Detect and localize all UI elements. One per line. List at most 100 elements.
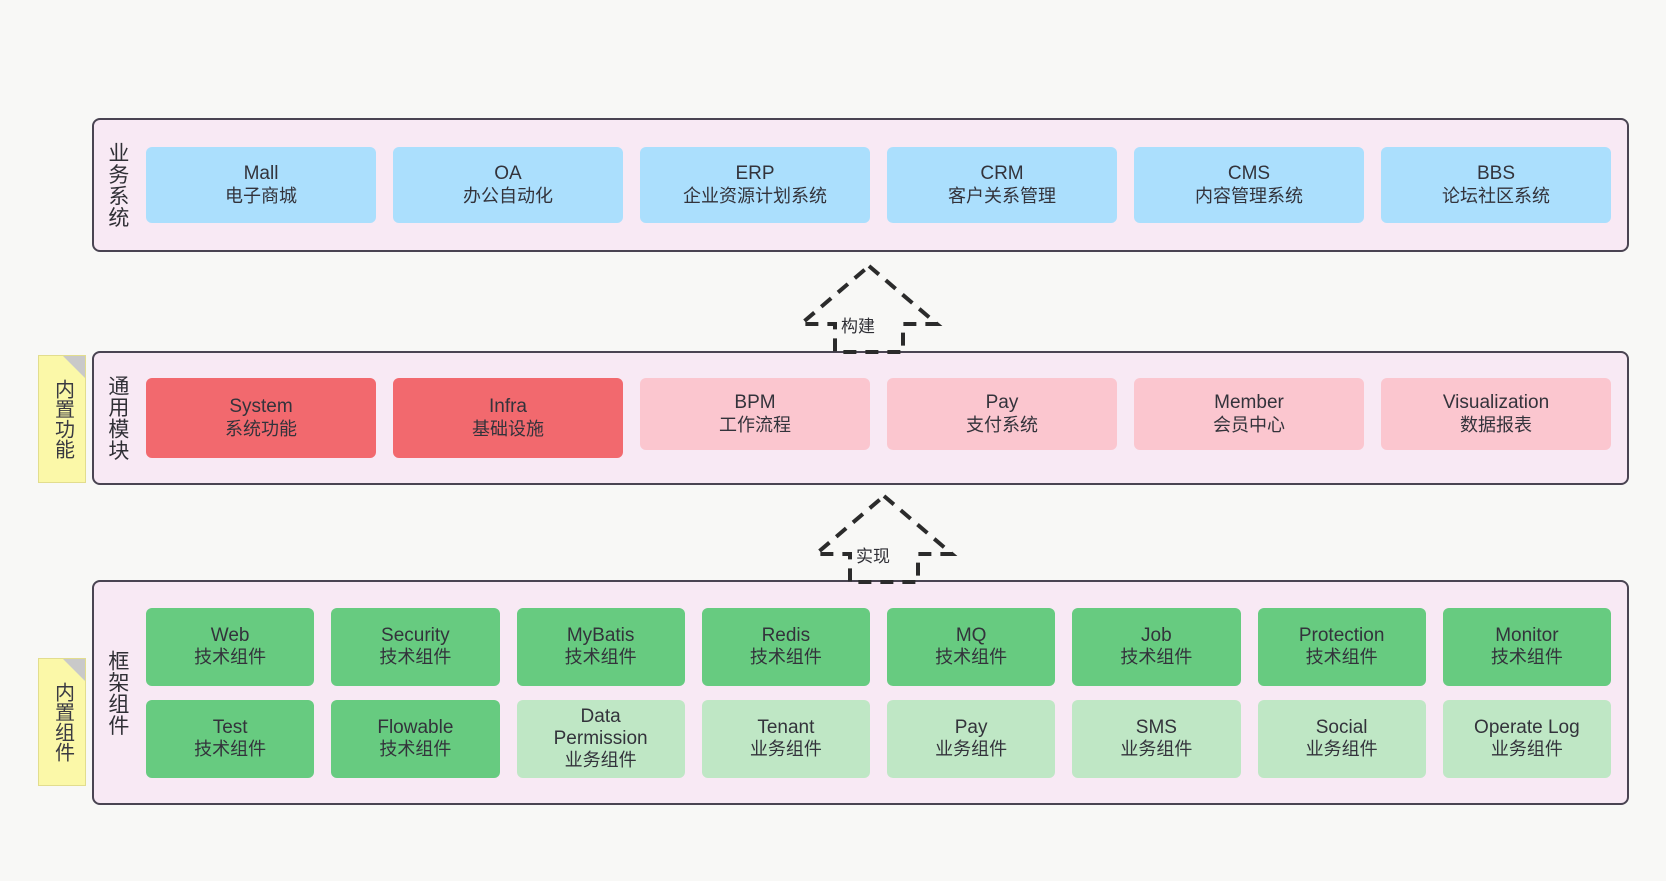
card-job-title: Job (1141, 624, 1172, 646)
layer-body-business-system: Mall 电子商城 OA 办公自动化 ERP 企业资源计划系统 CRM 客户关系… (140, 120, 1627, 250)
card-mybatis-subtitle: 技术组件 (564, 647, 637, 668)
card-pay-component-title: Pay (954, 716, 988, 738)
card-bpm[interactable]: BPM 工作流程 (640, 378, 870, 450)
card-bbs-title: BBS (1476, 163, 1516, 185)
card-social[interactable]: Social 业务组件 (1257, 699, 1426, 778)
card-sms-title: SMS (1135, 716, 1177, 738)
card-visualization[interactable]: Visualization 数据报表 (1381, 378, 1611, 450)
card-test-title: Test (212, 716, 248, 738)
card-system-title: System (229, 396, 293, 418)
card-flowable-title: Flowable (377, 716, 454, 738)
card-bbs[interactable]: BBS 论坛社区系统 (1381, 147, 1611, 223)
layer-title-common-modules: 通用模块 (105, 375, 129, 461)
card-security[interactable]: Security 技术组件 (331, 607, 500, 686)
card-sms-subtitle: 业务组件 (1120, 739, 1193, 760)
card-tenant-title: Tenant (757, 716, 815, 738)
layer-framework-components[interactable]: 框架组件 Web 技术组件 Security 技术组件 MyBatis 技术组件… (92, 580, 1629, 805)
card-redis-title: Redis (761, 624, 811, 646)
card-crm-title: CRM (980, 163, 1024, 185)
card-monitor-title: Monitor (1495, 624, 1559, 646)
card-data-permission-title: Data Permission (553, 705, 648, 749)
arrow-implement: 实现 (810, 492, 958, 584)
layer-common-modules[interactable]: 通用模块 System 系统功能 Infra 基础设施 BPM 工作流程 Pay… (92, 351, 1629, 485)
card-monitor[interactable]: Monitor 技术组件 (1442, 607, 1611, 686)
card-web-title: Web (210, 624, 250, 646)
card-operate-log[interactable]: Operate Log 业务组件 (1442, 699, 1611, 778)
card-mall[interactable]: Mall 电子商城 (146, 147, 376, 223)
card-member-title: Member (1214, 392, 1284, 414)
card-bpm-subtitle: 工作流程 (719, 414, 791, 435)
card-mq-subtitle: 技术组件 (935, 647, 1008, 668)
card-pay-module-title: Pay (985, 392, 1019, 414)
card-mall-subtitle: 电子商城 (225, 185, 297, 206)
layer-body-framework-components: Web 技术组件 Security 技术组件 MyBatis 技术组件 Redi… (140, 582, 1627, 803)
card-cms-title: CMS (1227, 163, 1271, 185)
card-oa-subtitle: 办公自动化 (463, 185, 553, 206)
card-social-title: Social (1315, 716, 1368, 738)
card-mq[interactable]: MQ 技术组件 (887, 607, 1056, 686)
card-protection[interactable]: Protection 技术组件 (1257, 607, 1426, 686)
card-visualization-subtitle: 数据报表 (1460, 414, 1532, 435)
layer-title-business-system: 业务系统 (105, 142, 129, 228)
arrow-build-label: 构建 (841, 317, 875, 336)
card-security-subtitle: 技术组件 (379, 647, 452, 668)
card-crm-subtitle: 客户关系管理 (948, 185, 1056, 206)
card-test[interactable]: Test 技术组件 (146, 699, 315, 778)
card-system[interactable]: System 系统功能 (146, 378, 376, 458)
card-redis[interactable]: Redis 技术组件 (701, 607, 870, 686)
note-fold-corner-icon (63, 659, 85, 681)
card-pay-component[interactable]: Pay 业务组件 (887, 699, 1056, 778)
card-social-subtitle: 业务组件 (1305, 739, 1378, 760)
note-builtin-components-label: 内置组件 (51, 682, 74, 762)
card-mall-title: Mall (243, 163, 279, 185)
card-pay-component-subtitle: 业务组件 (935, 739, 1008, 760)
row-business-systems: Mall 电子商城 OA 办公自动化 ERP 企业资源计划系统 CRM 客户关系… (146, 147, 1611, 223)
card-sms[interactable]: SMS 业务组件 (1072, 699, 1241, 778)
card-protection-subtitle: 技术组件 (1305, 647, 1378, 668)
note-builtin-features: 内置功能 (38, 355, 86, 483)
card-system-subtitle: 系统功能 (225, 418, 297, 439)
card-cms-subtitle: 内容管理系统 (1195, 185, 1303, 206)
card-member[interactable]: Member 会员中心 (1134, 378, 1364, 450)
arrow-implement-label: 实现 (856, 547, 890, 566)
card-mq-title: MQ (955, 624, 987, 646)
card-member-subtitle: 会员中心 (1213, 414, 1285, 435)
card-job-subtitle: 技术组件 (1120, 647, 1193, 668)
note-fold-corner-icon (63, 356, 85, 378)
note-builtin-features-label: 内置功能 (51, 379, 74, 459)
card-erp[interactable]: ERP 企业资源计划系统 (640, 147, 870, 223)
card-tenant[interactable]: Tenant 业务组件 (701, 699, 870, 778)
card-bbs-subtitle: 论坛社区系统 (1442, 185, 1550, 206)
card-tenant-subtitle: 业务组件 (749, 739, 822, 760)
card-test-subtitle: 技术组件 (194, 739, 267, 760)
card-cms[interactable]: CMS 内容管理系统 (1134, 147, 1364, 223)
row-business-components: Test 技术组件 Flowable 技术组件 Data Permission … (146, 699, 1611, 778)
card-security-title: Security (381, 624, 450, 646)
card-crm[interactable]: CRM 客户关系管理 (887, 147, 1117, 223)
card-visualization-title: Visualization (1442, 392, 1550, 414)
card-redis-subtitle: 技术组件 (749, 647, 822, 668)
card-mybatis-title: MyBatis (566, 624, 635, 646)
card-bpm-title: BPM (734, 392, 776, 414)
card-job[interactable]: Job 技术组件 (1072, 607, 1241, 686)
layer-title-framework-components: 框架组件 (105, 649, 129, 736)
card-pay-module[interactable]: Pay 支付系统 (887, 378, 1117, 450)
card-mybatis[interactable]: MyBatis 技术组件 (516, 607, 685, 686)
card-web[interactable]: Web 技术组件 (146, 607, 315, 686)
card-oa[interactable]: OA 办公自动化 (393, 147, 623, 223)
card-flowable-subtitle: 技术组件 (379, 739, 452, 760)
card-operate-log-subtitle: 业务组件 (1490, 739, 1563, 760)
card-data-permission[interactable]: Data Permission 业务组件 (516, 699, 685, 778)
card-monitor-subtitle: 技术组件 (1490, 647, 1563, 668)
row-common-modules: System 系统功能 Infra 基础设施 BPM 工作流程 Pay 支付系统… (146, 378, 1611, 458)
layer-business-system[interactable]: 业务系统 Mall 电子商城 OA 办公自动化 ERP 企业资源计划系统 CRM… (92, 118, 1629, 252)
card-data-permission-subtitle: 业务组件 (564, 750, 637, 771)
card-pay-module-subtitle: 支付系统 (966, 414, 1038, 435)
card-operate-log-title: Operate Log (1474, 716, 1580, 738)
card-infra[interactable]: Infra 基础设施 (393, 378, 623, 458)
card-flowable[interactable]: Flowable 技术组件 (331, 699, 500, 778)
row-technical-components: Web 技术组件 Security 技术组件 MyBatis 技术组件 Redi… (146, 607, 1611, 686)
card-web-subtitle: 技术组件 (194, 647, 267, 668)
card-erp-subtitle: 企业资源计划系统 (683, 185, 827, 206)
